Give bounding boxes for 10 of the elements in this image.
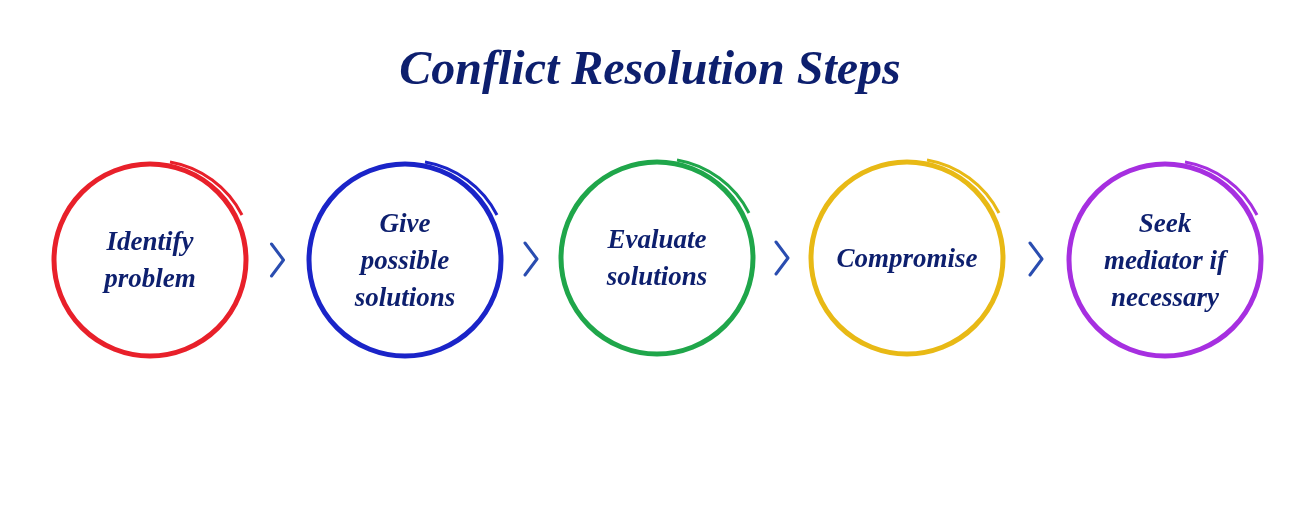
title: Conflict Resolution Steps: [399, 40, 901, 96]
step-label: Compromise: [836, 241, 978, 275]
step-label: Give possible solutions: [353, 206, 457, 314]
step-label: Identify problem: [101, 225, 197, 295]
chevron-arrow: [523, 241, 539, 277]
step-label: Seek mediator if necessary: [1102, 206, 1229, 314]
chevron-arrow: [1028, 241, 1044, 277]
chevron-arrow: [774, 240, 790, 276]
step-label: Evaluate solutions: [605, 223, 709, 293]
chevron-arrow: [270, 242, 285, 278]
